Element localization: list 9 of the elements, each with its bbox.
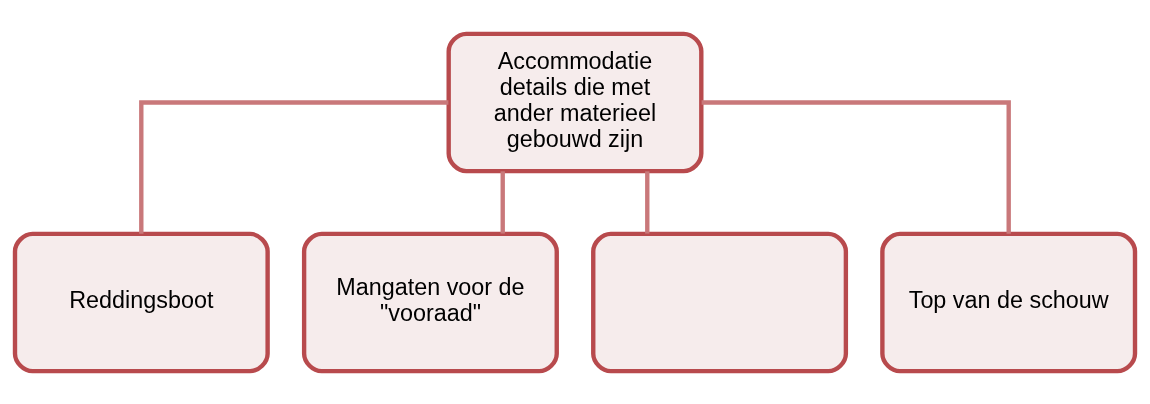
- node-box: [591, 231, 849, 373]
- node-box: Reddingsboot: [12, 231, 270, 373]
- connector: [500, 170, 505, 234]
- node-box: Accommodatie details die met ander materieel gebouwd zijn: [446, 31, 704, 173]
- connector: [645, 170, 650, 234]
- connector: [701, 99, 1011, 234]
- node-box: Mangaten voor de "vooraad": [301, 231, 559, 373]
- node-box: Top van de schouw: [880, 231, 1138, 373]
- connector: [139, 99, 449, 234]
